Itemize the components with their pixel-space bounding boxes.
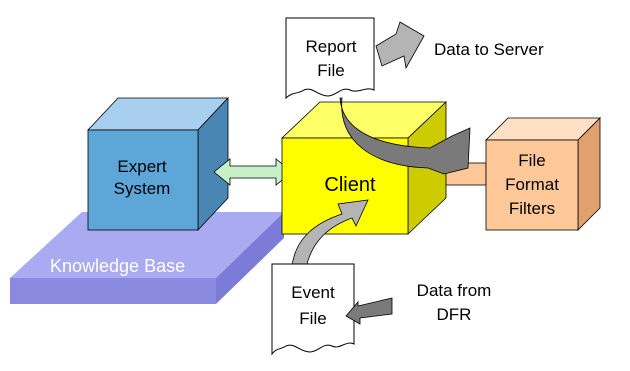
- expert-client-double-arrow: [213, 158, 293, 186]
- event-file-document: Event File: [271, 263, 355, 356]
- knowledge-base-front: [10, 278, 216, 304]
- data-to-server-label: Data to Server: [434, 40, 544, 59]
- file-format-filters-cube: File Format Filters: [485, 117, 601, 231]
- knowledge-base-side: [216, 212, 284, 304]
- event-file-shape: [271, 263, 355, 356]
- event-file-label-line2: File: [299, 309, 326, 328]
- client-cube: Client: [280, 101, 448, 235]
- report-curved-arrow: [339, 97, 471, 175]
- data-from-dfr-label-line1: Data from: [417, 281, 492, 300]
- filters-label-line2: Format: [505, 175, 559, 194]
- report-file-label-line1: Report: [305, 37, 356, 56]
- report-file-document: Report File: [285, 17, 375, 100]
- knowledge-base-top: [10, 212, 284, 278]
- data-from-dfr-label-line2: DFR: [437, 305, 472, 324]
- knowledge-base-label: Knowledge Base: [50, 256, 185, 276]
- event-file-label-line1: Event: [291, 283, 335, 302]
- client-label: Client: [324, 174, 376, 196]
- expert-system-cube: Expert System: [87, 96, 229, 232]
- report-to-server-arrow: [375, 21, 425, 70]
- report-file-label-line2: File: [317, 61, 344, 80]
- dfr-to-event-arrow: [345, 297, 393, 325]
- expert-system-label-line2: System: [114, 179, 171, 198]
- report-file-shape: [285, 17, 375, 100]
- filters-label-line3: Filters: [509, 199, 555, 218]
- event-curved-arrow: [291, 199, 369, 269]
- expert-system-front: [87, 129, 199, 231]
- filters-front: [485, 139, 579, 231]
- filters-label-line1: File: [518, 151, 545, 170]
- expert-system-label-line1: Expert: [117, 157, 166, 176]
- knowledge-base-slab: Knowledge Base: [10, 212, 284, 304]
